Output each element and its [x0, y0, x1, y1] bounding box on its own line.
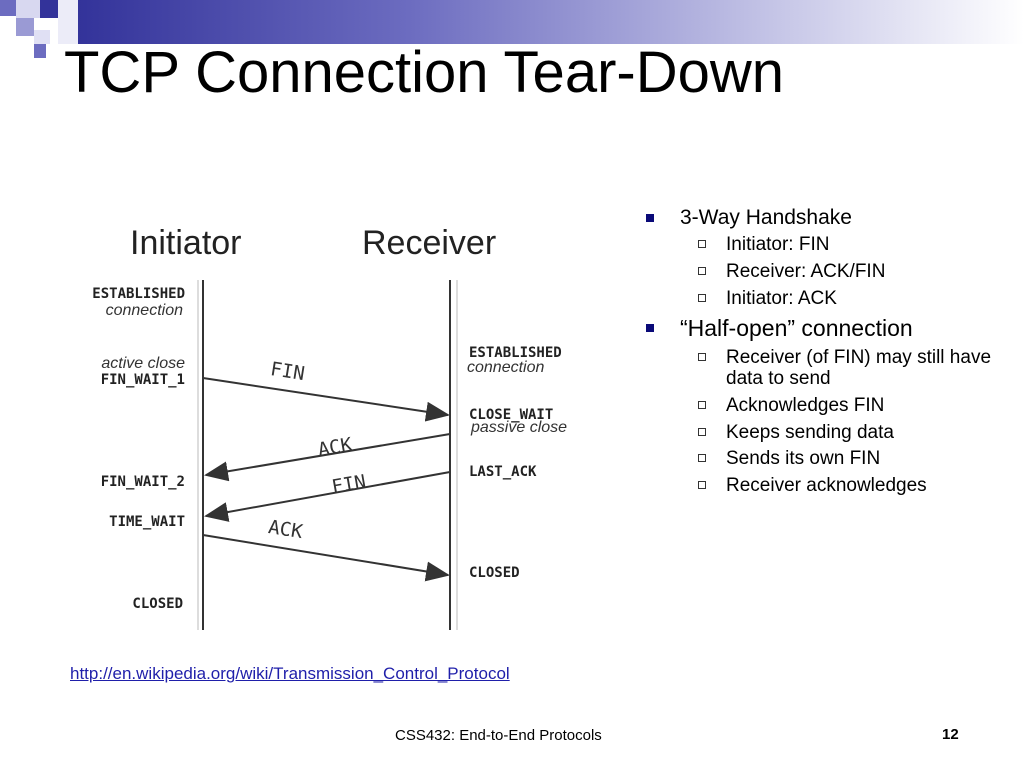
initiator-state-closed: CLOSED — [132, 596, 183, 612]
ack-message-label-1: ACK — [316, 434, 354, 462]
hollow-square-bullet-icon — [698, 293, 706, 302]
sub-bullet-list: Initiator: FIN Receiver: ACK/FIN Initiat… — [680, 234, 1010, 309]
deco-square — [16, 18, 34, 36]
bullet-text: “Half-open” connection — [680, 315, 913, 342]
sub-bullet-item: Receiver (of FIN) may still have data to… — [680, 347, 1010, 390]
receiver-label: Receiver — [362, 224, 496, 262]
sub-bullet-item: Keeps sending data — [680, 422, 1010, 444]
sub-bullet-item: Acknowledges FIN — [680, 395, 1010, 417]
initiator-state-fin-wait-2: FIN_WAIT_2 — [101, 474, 185, 490]
initiator-label: Initiator — [130, 224, 242, 262]
sub-bullet-text: Sends its own FIN — [726, 448, 881, 470]
sub-bullet-list: Receiver (of FIN) may still have data to… — [680, 347, 1010, 497]
hollow-square-bullet-icon — [698, 427, 706, 436]
sub-bullet-text: Acknowledges FIN — [726, 395, 885, 417]
deco-square — [0, 0, 16, 16]
sub-bullet-text: Receiver: ACK/FIN — [726, 260, 886, 282]
ack-arrow-1 — [204, 433, 451, 482]
sub-bullet-item: Receiver: ACK/FIN — [680, 261, 1010, 283]
bullet-item: “Half-open” connection Receiver (of FIN)… — [640, 315, 1010, 497]
sub-bullet-text: Initiator: ACK — [726, 287, 837, 309]
fin-arrow-2 — [204, 471, 451, 522]
sub-bullet-text: Initiator: FIN — [726, 234, 830, 256]
ack-message-label-2: ACK — [267, 516, 305, 543]
slide-title: TCP Connection Tear-Down — [64, 40, 784, 105]
fin-message-label-2: FIN — [330, 471, 368, 499]
initiator-active-close-note: active close — [101, 355, 185, 372]
bullet-item: 3-Way Handshake Initiator: FIN Receiver:… — [640, 205, 1010, 309]
sub-bullet-item: Receiver acknowledges — [680, 475, 1010, 497]
square-bullet-icon — [646, 324, 654, 333]
hollow-square-bullet-icon — [698, 240, 706, 249]
deco-square — [34, 30, 50, 44]
receiver-passive-close-note: passive close — [470, 419, 567, 436]
receiver-connection-note: connection — [467, 359, 544, 376]
initiator-state-established: ESTABLISHED — [92, 286, 185, 302]
sub-bullet-item: Initiator: ACK — [680, 288, 1010, 310]
deco-square — [34, 44, 46, 58]
tcp-teardown-diagram: Initiator Receiver ESTABLISHED FIN_WAIT_… — [92, 224, 567, 630]
sub-bullet-text: Keeps sending data — [726, 421, 894, 443]
hollow-square-bullet-icon — [698, 401, 706, 410]
bullet-text: 3-Way Handshake — [680, 206, 852, 229]
ack-arrow-2 — [202, 534, 450, 582]
hollow-square-bullet-icon — [698, 266, 706, 275]
footer-text: CSS432: End-to-End Protocols — [395, 727, 602, 744]
fin-message-label-1: FIN — [269, 358, 306, 385]
initiator-state-fin-wait-1: FIN_WAIT_1 — [101, 372, 185, 388]
receiver-state-last-ack: LAST_ACK — [469, 464, 537, 480]
sub-bullet-item: Initiator: FIN — [680, 234, 1010, 256]
hollow-square-bullet-icon — [698, 352, 706, 361]
bullet-list: 3-Way Handshake Initiator: FIN Receiver:… — [640, 205, 1010, 503]
deco-square — [58, 0, 78, 44]
deco-square — [40, 0, 58, 18]
hollow-square-bullet-icon — [698, 481, 706, 490]
sub-bullet-item: Sends its own FIN — [680, 448, 1010, 470]
sub-bullet-text: Receiver (of FIN) may still have data to… — [726, 346, 992, 390]
deco-square — [16, 0, 40, 18]
header-bar — [78, 0, 1024, 44]
hollow-square-bullet-icon — [698, 454, 706, 463]
source-link[interactable]: http://en.wikipedia.org/wiki/Transmissio… — [70, 664, 510, 683]
receiver-state-established: ESTABLISHED — [469, 345, 562, 361]
square-bullet-icon — [646, 214, 654, 222]
receiver-state-close-wait: CLOSE_WAIT — [469, 407, 553, 423]
initiator-connection-note: connection — [106, 302, 183, 319]
receiver-state-closed: CLOSED — [469, 565, 520, 581]
page-number: 12 — [942, 726, 959, 743]
fin-arrow-1 — [202, 377, 450, 422]
initiator-state-time-wait: TIME_WAIT — [109, 514, 185, 530]
sub-bullet-text: Receiver acknowledges — [726, 475, 927, 497]
